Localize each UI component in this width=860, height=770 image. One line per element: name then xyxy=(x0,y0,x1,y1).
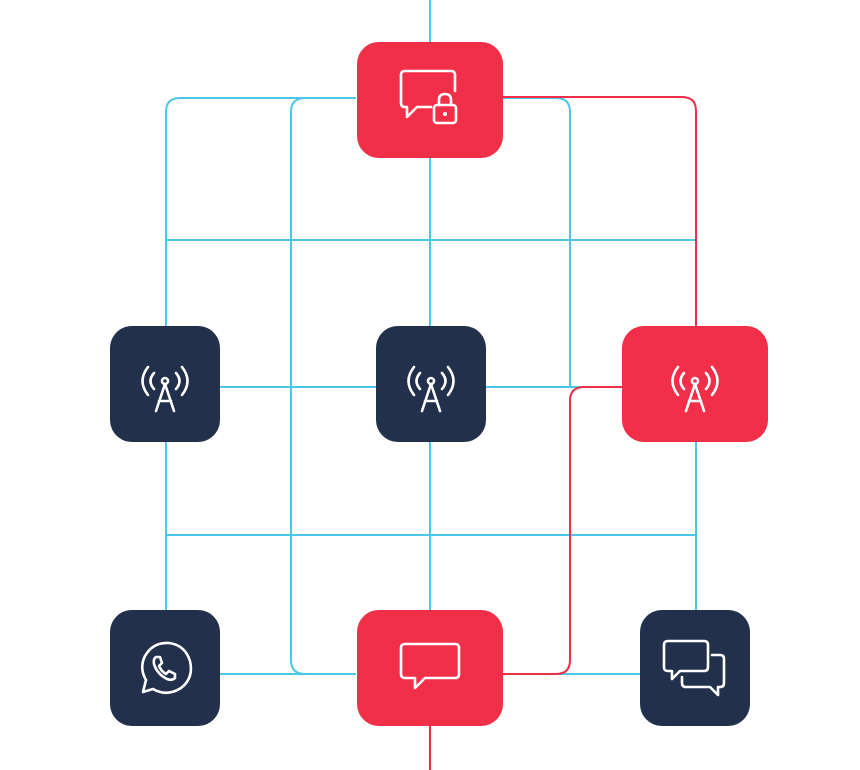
node-secure-message-hub[interactable] xyxy=(357,42,503,158)
antenna-tower-icon xyxy=(141,365,189,413)
message-lock-icon xyxy=(399,69,458,125)
node-tower-center[interactable] xyxy=(376,326,486,442)
node-tower-right[interactable] xyxy=(622,326,768,442)
antenna-tower-icon xyxy=(671,365,719,413)
grid-line-right-inner xyxy=(502,97,571,388)
route-lines xyxy=(429,96,697,770)
node-chat-endpoint[interactable] xyxy=(640,610,750,726)
node-whatsapp-endpoint[interactable] xyxy=(110,610,220,726)
chat-bubbles-icon xyxy=(662,639,726,697)
antenna-tower-icon xyxy=(407,365,455,413)
route-hub-to-tower xyxy=(502,96,697,326)
grid-line-left-outer xyxy=(165,97,356,610)
node-message-endpoint[interactable] xyxy=(357,610,503,726)
whatsapp-icon xyxy=(140,641,193,695)
node-tower-left[interactable] xyxy=(110,326,220,442)
route-tower-to-message xyxy=(502,386,622,675)
chat-bubble-icon xyxy=(399,642,461,690)
